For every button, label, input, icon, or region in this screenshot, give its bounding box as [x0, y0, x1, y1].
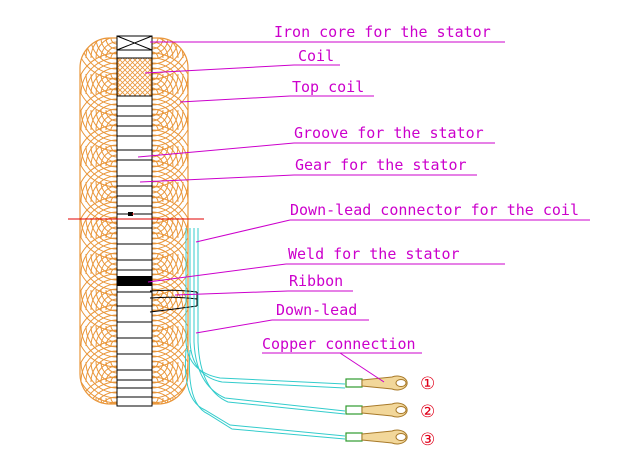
ribbon-band [117, 276, 152, 286]
label-coil: Coil [298, 47, 334, 65]
terminal-number-2: ② [420, 402, 435, 422]
label-weld: Weld for the stator [288, 245, 460, 263]
terminal-number-3: ③ [420, 430, 435, 450]
label-groove: Groove for the stator [294, 124, 484, 142]
label-down-lead-connector: Down-lead connector for the coil [290, 201, 579, 219]
leader-lines [137, 41, 590, 383]
label-iron-core: Iron core for the stator [274, 23, 491, 41]
label-ribbon: Ribbon [289, 272, 343, 290]
down-leads [184, 228, 346, 440]
label-copper-connection: Copper connection [262, 335, 416, 353]
terminal-number-1: ① [420, 374, 435, 394]
iron-core [116, 35, 153, 407]
copper-terminals [345, 375, 408, 445]
center-line [68, 213, 204, 220]
label-gear: Gear for the stator [295, 156, 467, 174]
label-down-lead: Down-lead [276, 301, 357, 319]
label-top-coil: Top coil [292, 78, 364, 96]
